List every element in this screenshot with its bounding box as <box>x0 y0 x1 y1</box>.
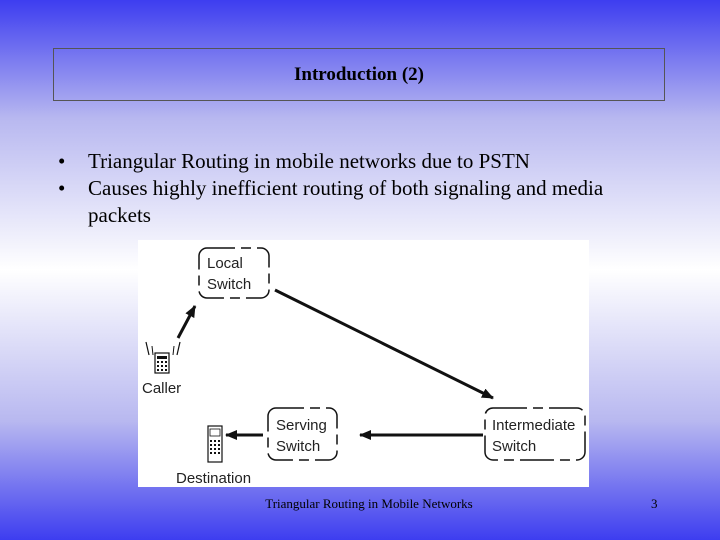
slide-title-box: Introduction (2) <box>53 48 665 101</box>
slide-title: Introduction (2) <box>293 63 425 85</box>
destination-label: Destination <box>176 470 251 487</box>
serving-switch-label-line1: Serving <box>276 417 327 434</box>
footer-title: Triangular Routing in Mobile Networks <box>265 496 473 511</box>
bullet-item: • Triangular Routing in mobile networks … <box>58 148 658 175</box>
serving-switch-node: Serving Switch <box>267 407 338 461</box>
bullet-text: Causes highly inefficient routing of bot… <box>88 176 604 227</box>
intermediate-switch-label-line2: Switch <box>492 438 536 455</box>
triangular-routing-diagram: Local Switch Serving Switch Intermediate… <box>138 240 589 487</box>
arrow-local-to-intermediate <box>274 288 494 400</box>
intermediate-switch-node: Intermediate Switch <box>484 407 586 461</box>
bullet-list: • Triangular Routing in mobile networks … <box>58 148 658 229</box>
local-switch-label-line1: Local <box>207 255 243 272</box>
arrow-caller-to-local <box>176 305 197 339</box>
page-number: 3 <box>651 496 658 511</box>
local-switch-label-line2: Switch <box>207 276 251 293</box>
bullet-dot: • <box>58 176 66 200</box>
bullet-item: • Causes highly inefficient routing of b… <box>58 175 658 229</box>
local-switch-node: Local Switch <box>198 247 270 299</box>
caller-label: Caller <box>142 380 181 397</box>
bullet-text: Triangular Routing in mobile networks du… <box>88 149 530 173</box>
serving-switch-label-line2: Switch <box>276 438 320 455</box>
bullet-dot: • <box>58 149 66 173</box>
intermediate-switch-label-line1: Intermediate <box>492 417 575 434</box>
destination-phone-icon <box>207 425 223 463</box>
caller-phone-icon <box>145 341 181 374</box>
